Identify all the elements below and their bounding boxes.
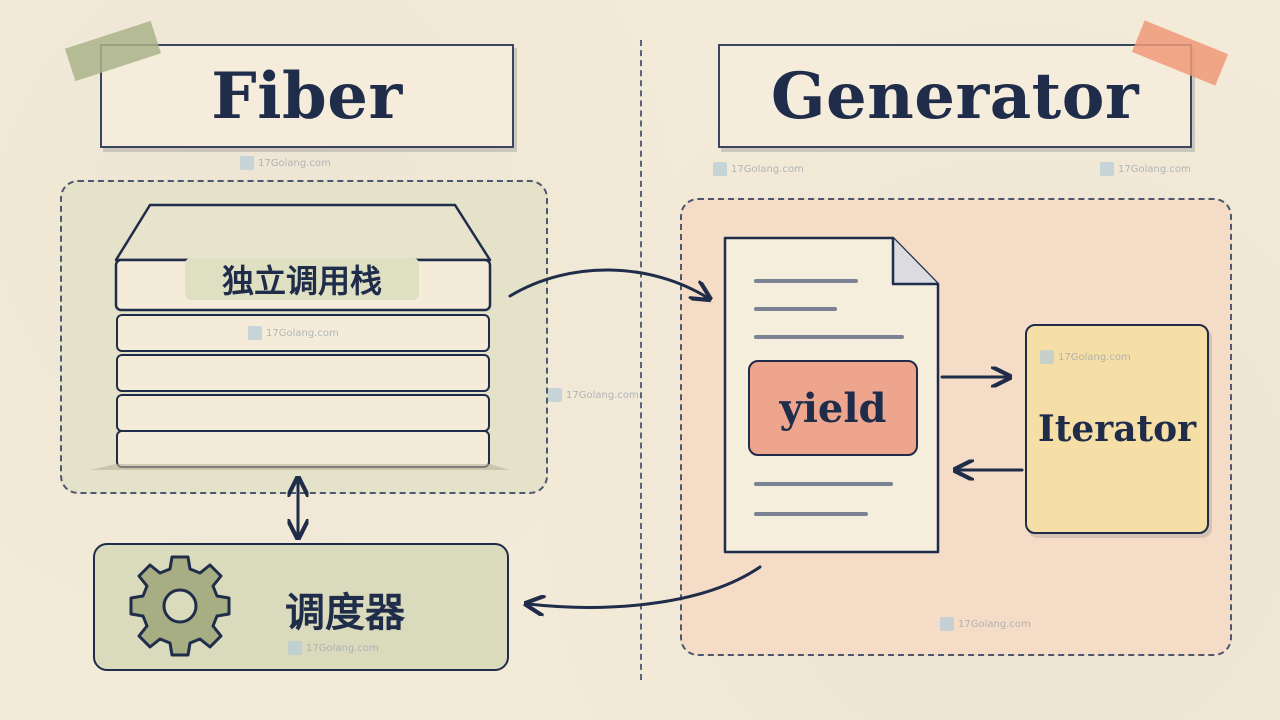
generator-to-scheduler-arrow [528,565,762,607]
watermark: 17Golang.com [248,326,339,340]
watermark-logo-icon [548,388,562,402]
watermark-logo-icon [1040,350,1054,364]
yield-label: yield [779,384,887,432]
watermark: 17Golang.com [240,156,331,170]
watermark: 17Golang.com [940,617,1031,631]
fiber-title: Fiber [211,58,403,134]
watermark-logo-icon [713,162,727,176]
iterator-box: Iterator [1025,324,1209,534]
watermark: 17Golang.com [548,388,639,402]
watermark: 17Golang.com [713,162,804,176]
generator-title: Generator [770,58,1140,134]
watermark-logo-icon [940,617,954,631]
watermark-logo-icon [240,156,254,170]
watermark-logo-icon [288,641,302,655]
watermark-logo-icon [1100,162,1114,176]
stack-to-generator-arrow [508,268,708,298]
stack-label: 独立调用栈 [185,258,419,300]
watermark-logo-icon [248,326,262,340]
yield-box: yield [748,360,918,456]
fiber-title-card: Fiber [100,44,514,148]
scheduler-label: 调度器 [285,590,405,636]
iterator-label: Iterator [1037,408,1197,450]
stack-layer [116,314,490,352]
watermark: 17Golang.com [288,641,379,655]
watermark: 17Golang.com [1100,162,1191,176]
generator-title-card: Generator [718,44,1192,148]
stack-layer [116,394,490,432]
stack-layer [116,354,490,392]
watermark: 17Golang.com [1040,350,1131,364]
center-divider [640,40,642,680]
